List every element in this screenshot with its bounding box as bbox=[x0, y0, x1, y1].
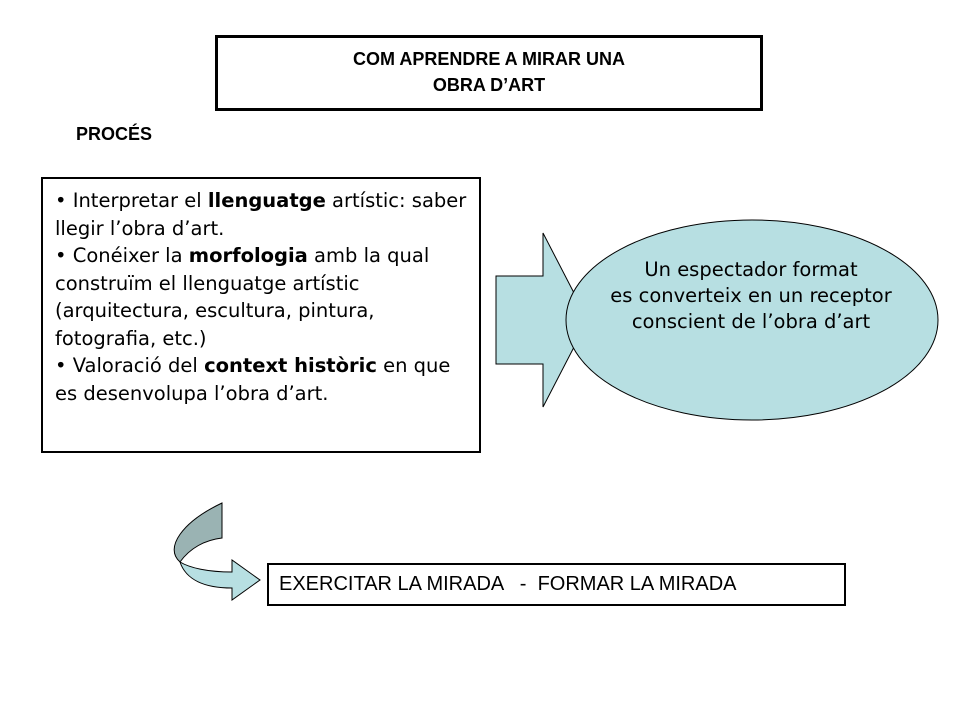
result-text: Un espectador format es converteix en un… bbox=[566, 257, 936, 335]
bottom-label-box: EXERCITAR LA MIRADA - FORMAR LA MIRADA bbox=[267, 563, 846, 606]
result-line-1: Un espectador format bbox=[644, 258, 858, 281]
curved-arrow-front bbox=[179, 559, 261, 601]
title-line-2: OBRA D’ART bbox=[432, 75, 546, 95]
process-item: • Valoració del context històric en que … bbox=[55, 354, 451, 405]
title-box: COM APRENDRE A MIRAR UNA OBRA D’ART bbox=[215, 35, 763, 111]
result-line-3: conscient de l’obra d’art bbox=[631, 310, 871, 333]
result-ellipse bbox=[565, 219, 939, 421]
title-line-1: COM APRENDRE A MIRAR UNA bbox=[353, 49, 625, 69]
process-box: • Interpretar el llenguatge artístic: sa… bbox=[41, 177, 481, 453]
process-item: • Interpretar el llenguatge artístic: sa… bbox=[55, 189, 467, 240]
right-arrow-shape bbox=[495, 232, 589, 408]
section-label: PROCÉS bbox=[76, 124, 153, 144]
curved-arrow-back bbox=[173, 502, 223, 563]
result-line-2: es converteix en un receptor bbox=[610, 284, 892, 307]
process-item: • Conéixer la morfologia amb la qual con… bbox=[55, 244, 430, 350]
